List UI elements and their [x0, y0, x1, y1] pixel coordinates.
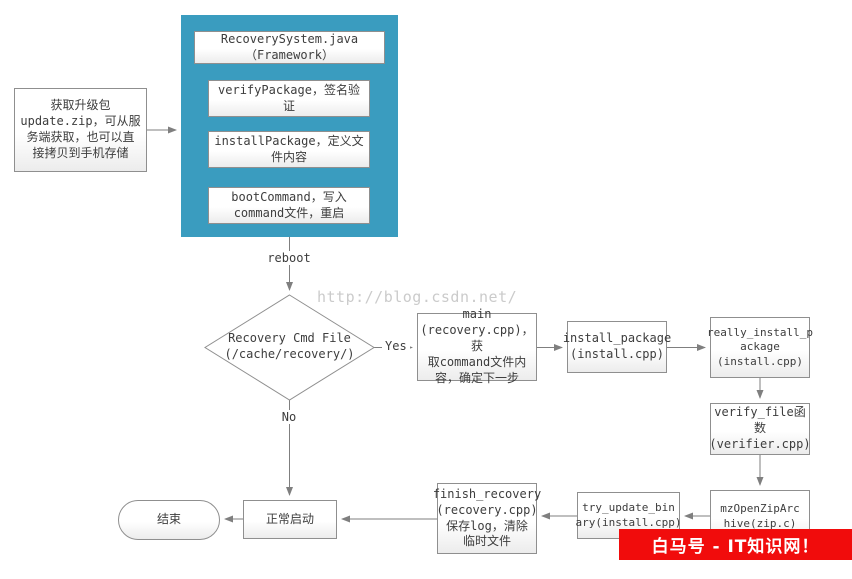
no-label: No — [278, 410, 300, 424]
node-recovery-cmd-file: Recovery Cmd File (/cache/recovery/) — [224, 331, 355, 361]
decision-diamond — [204, 294, 375, 401]
step-verify-package: verifyPackage，签名验 证 — [208, 80, 370, 117]
site-banner: 白马号 - IT知识网！ — [619, 529, 852, 560]
node-really-install-package: really_install_p ackage (install.cpp) — [707, 317, 813, 378]
node-main-recovery-cpp: main (recovery.cpp)，获 取command文件内 容，确定下一… — [417, 307, 537, 385]
node-get-update-package: 获取升级包 update.zip，可从服 务端获取，也可以直 接拷贝到手机存储 — [14, 88, 147, 172]
step-install-package: installPackage，定义文 件内容 — [208, 131, 370, 168]
step-boot-command: bootCommand，写入 command文件，重启 — [208, 187, 370, 224]
node-install-package: install_package (install.cpp) — [563, 321, 671, 373]
node-end: 结束 — [118, 500, 220, 540]
reboot-label: reboot — [264, 251, 314, 265]
framework-title-box: RecoverySystem.java （Framework） — [194, 31, 385, 64]
yes-label: Yes — [382, 339, 410, 353]
node-finish-recovery: finish_recovery (recovery.cpp) 保存log，清除 … — [433, 483, 541, 554]
node-verify-file: verify_file函数 (verifier.cpp) — [709, 403, 811, 455]
node-normal-boot: 正常启动 — [243, 500, 337, 539]
csdn-watermark: http://blog.csdn.net/ — [317, 288, 518, 306]
